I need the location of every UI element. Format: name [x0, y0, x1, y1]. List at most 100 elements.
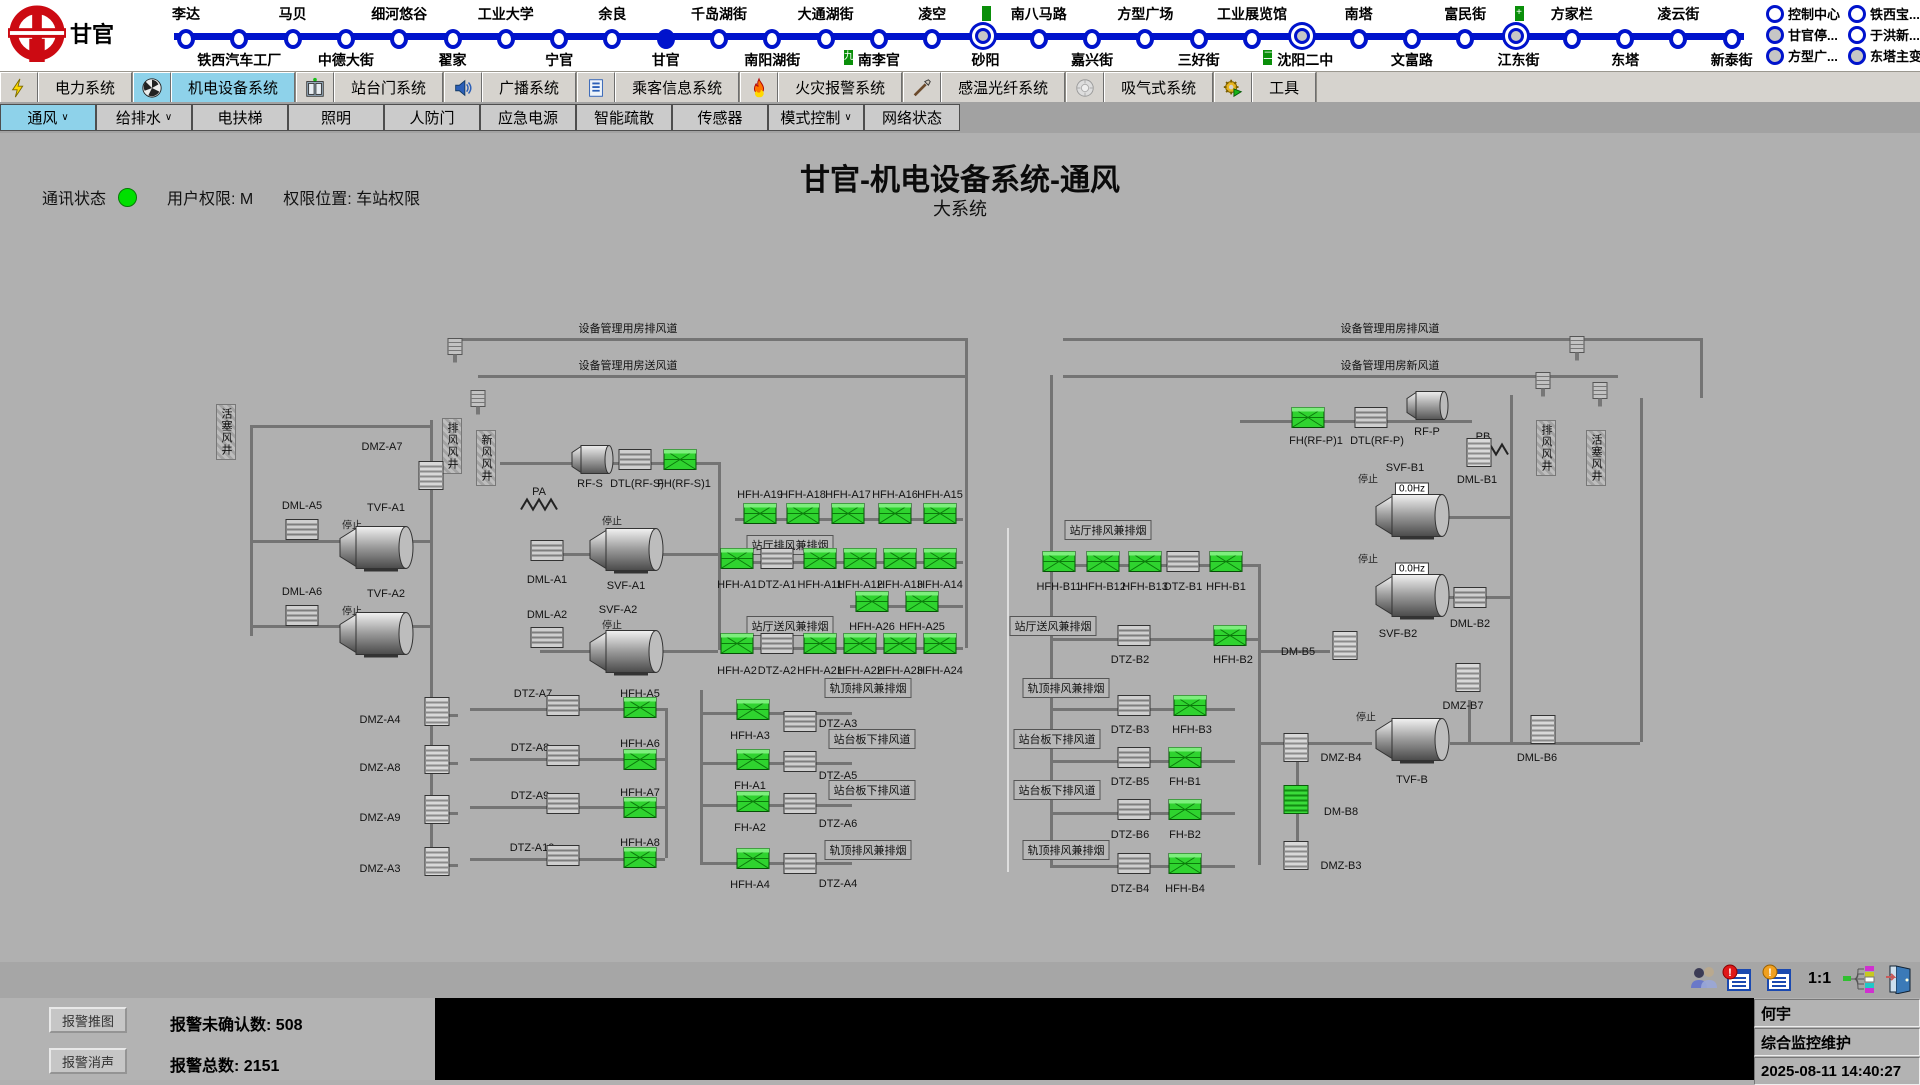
damper-closed-icon[interactable]	[1117, 747, 1151, 774]
station-余良[interactable]	[603, 29, 622, 49]
damper-closed-icon[interactable]	[783, 711, 817, 738]
sub-tab-传感器[interactable]: 传感器	[672, 104, 768, 131]
exit-door-icon[interactable]	[1886, 964, 1914, 999]
alarm-list-orange-icon[interactable]: !	[1762, 964, 1792, 997]
damper-closed-icon[interactable]	[1354, 407, 1388, 434]
system-tab-工具[interactable]: 工具	[1214, 72, 1318, 103]
damper-open-icon[interactable]	[1042, 551, 1076, 578]
damper-closed-icon[interactable]	[783, 751, 817, 778]
station-马贝[interactable]	[283, 29, 302, 49]
damper-open-icon[interactable]	[843, 548, 877, 575]
station-南阳湖街[interactable]	[763, 29, 782, 49]
station-南塔[interactable]	[1349, 29, 1368, 49]
fan-unit-icon[interactable]	[334, 523, 418, 578]
station-甘官[interactable]	[656, 29, 675, 49]
damper-open-icon[interactable]	[803, 633, 837, 660]
damper-open-icon[interactable]	[1209, 551, 1243, 578]
system-tab-感温光纤系统[interactable]: 感温光纤系统	[903, 72, 1067, 103]
damper-closed-icon[interactable]	[546, 793, 580, 820]
sub-tab-通风[interactable]: 通风∨	[0, 104, 96, 131]
louver-damper-icon[interactable]	[1530, 715, 1556, 750]
station-凌云街[interactable]	[1669, 29, 1688, 49]
louver-damper-icon[interactable]	[1332, 631, 1358, 666]
small-fan-icon[interactable]	[569, 443, 615, 482]
damper-open-icon[interactable]	[720, 633, 754, 660]
damper-open-icon[interactable]	[1213, 625, 1247, 652]
damper-closed-icon[interactable]	[1166, 551, 1200, 578]
damper-closed-icon[interactable]	[1117, 695, 1151, 722]
damper-open-icon[interactable]	[923, 503, 957, 530]
damper-closed-icon[interactable]	[618, 449, 652, 476]
system-tab-机电设备系统[interactable]: 机电设备系统	[133, 72, 297, 103]
damper-closed-icon[interactable]	[783, 853, 817, 880]
damper-closed-icon[interactable]	[285, 605, 319, 632]
damper-closed-icon[interactable]	[530, 627, 564, 654]
damper-closed-icon[interactable]	[760, 633, 794, 660]
station-三好街[interactable]	[1189, 29, 1208, 49]
system-tab-站台门系统[interactable]: 站台门系统	[296, 72, 445, 103]
sub-tab-模式控制[interactable]: 模式控制∨	[768, 104, 864, 131]
louver-damper-icon[interactable]	[424, 795, 450, 830]
damper-open-icon[interactable]	[878, 503, 912, 530]
station-工业大学[interactable]	[496, 29, 515, 49]
station-大通湖街[interactable]	[816, 29, 835, 49]
louver-damper-icon[interactable]	[424, 745, 450, 780]
damper-open-icon[interactable]	[1086, 551, 1120, 578]
station-江东街[interactable]	[1507, 28, 1524, 44]
damper-open-icon[interactable]	[1168, 747, 1202, 774]
station-沈阳二中[interactable]	[1294, 28, 1311, 44]
damper-open-icon[interactable]	[623, 749, 657, 776]
sub-tab-网络状态[interactable]: 网络状态	[864, 104, 960, 131]
damper-open-icon[interactable]	[1128, 551, 1162, 578]
damper-open-icon[interactable]	[786, 503, 820, 530]
station-富民街[interactable]	[1456, 29, 1475, 49]
station-铁西汽车工厂[interactable]	[230, 29, 249, 49]
damper-open-icon[interactable]	[843, 633, 877, 660]
damper-open-icon[interactable]	[1168, 799, 1202, 826]
damper-open-icon[interactable]	[1291, 407, 1325, 434]
damper-open-icon[interactable]	[923, 548, 957, 575]
damper-closed-icon[interactable]	[285, 519, 319, 546]
fan-unit-icon[interactable]	[1370, 571, 1454, 626]
station-方型广场[interactable]	[1136, 29, 1155, 49]
louver-damper-icon[interactable]	[1466, 438, 1492, 473]
louver-damper-icon[interactable]	[418, 461, 444, 496]
damper-closed-icon[interactable]	[530, 540, 564, 567]
network-tree-icon[interactable]	[1842, 964, 1876, 999]
damper-open-icon[interactable]	[1173, 695, 1207, 722]
damper-open-icon[interactable]	[883, 633, 917, 660]
damper-open-icon[interactable]	[803, 548, 837, 575]
sub-tab-人防门[interactable]: 人防门	[384, 104, 480, 131]
sub-tab-应急电源[interactable]: 应急电源	[480, 104, 576, 131]
station-方家栏[interactable]	[1562, 29, 1581, 49]
damper-closed-icon[interactable]	[546, 745, 580, 772]
louver-damper-icon[interactable]	[1283, 733, 1309, 768]
station-宁官[interactable]	[550, 29, 569, 49]
damper-open-icon[interactable]	[905, 591, 939, 618]
damper-open-icon[interactable]	[855, 591, 889, 618]
station-凌空[interactable]	[923, 29, 942, 49]
damper-open-icon[interactable]	[736, 699, 770, 726]
fan-unit-icon[interactable]	[1370, 715, 1454, 770]
fan-unit-icon[interactable]	[334, 609, 418, 664]
louver-damper-icon[interactable]	[424, 847, 450, 882]
small-fan-icon[interactable]	[1404, 389, 1450, 428]
damper-open-icon[interactable]	[623, 797, 657, 824]
damper-open-icon[interactable]	[736, 848, 770, 875]
station-东塔[interactable]	[1616, 29, 1635, 49]
fan-unit-icon[interactable]	[584, 525, 668, 580]
damper-open-icon[interactable]	[1168, 853, 1202, 880]
station-砂阳[interactable]	[974, 28, 991, 44]
alarm-mute-button[interactable]: 报警消声	[49, 1048, 127, 1074]
sub-tab-给排水[interactable]: 给排水∨	[96, 104, 192, 131]
sub-tab-电扶梯[interactable]: 电扶梯	[192, 104, 288, 131]
fan-unit-icon[interactable]	[1370, 491, 1454, 546]
damper-closed-icon[interactable]	[1117, 799, 1151, 826]
damper-closed-icon[interactable]	[1453, 587, 1487, 614]
station-千岛湖街[interactable]	[710, 29, 728, 49]
station-嘉兴街[interactable]	[1083, 29, 1102, 49]
damper-open-icon[interactable]	[623, 697, 657, 724]
sub-tab-智能疏散[interactable]: 智能疏散	[576, 104, 672, 131]
damper-closed-icon[interactable]	[1117, 625, 1151, 652]
system-tab-乘客信息系统[interactable]: 乘客信息系统	[577, 72, 741, 103]
